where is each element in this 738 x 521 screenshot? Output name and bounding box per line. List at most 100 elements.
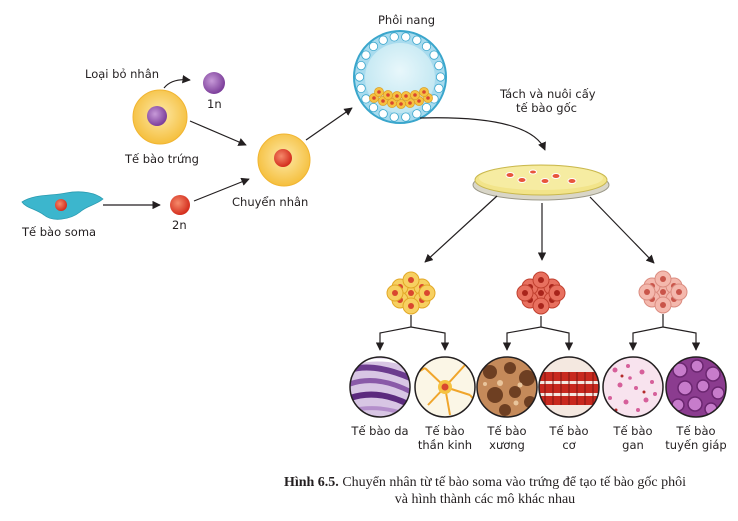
somatic-cell-label: Tế bào soma [21,225,96,239]
tissue-muscle-label-line1: Tế bào [548,424,588,438]
branch-arrows [375,314,701,351]
trophoblast-cell [389,32,399,42]
somatic-cell [21,191,104,220]
tissue-neuron [415,357,475,417]
tissue-bone-label-line1: Tế bào [486,424,526,438]
tissue-neuron-label-line1: Tế bào [424,424,464,438]
inner-cell-mass-nucleus [399,102,403,106]
caption-figure-number: Hình 6.5. [283,475,339,490]
tissue-skin [350,357,410,417]
cluster-cell-nucleus [408,290,414,296]
cluster-cell-nucleus [538,277,544,283]
tissue-thyroid-label-line1: Tế bào [675,424,715,438]
trophoblast-cell [429,50,439,60]
dish-to-cluster3-arrow [589,196,655,264]
tissue-liver-label-line1: Tế bào [612,424,652,438]
trophoblast-cell [421,41,432,51]
blastocyst-label: Phôi nang [378,13,435,27]
diploid-label: 2n [172,218,187,232]
haploid-nucleus [203,72,225,94]
trophoblast-cell [368,103,379,113]
trophoblast-cell [361,50,371,60]
trophoblast-cell [368,41,379,51]
trophoblast-cell [434,60,444,71]
trophoblast-cell [434,83,444,94]
inner-cell-mass-nucleus [417,99,421,103]
stem-cell-cluster-pink [638,270,688,314]
isolate-label-line1: Tách và nuôi cấy [499,87,596,101]
tissue-muscle-border [538,356,600,418]
figure-caption: Hình 6.5. Chuyển nhân từ tế bào soma vào… [240,474,730,508]
tissue-muscle-label-line2: cơ [562,438,575,452]
tissue-thyroid [666,357,726,417]
remove-nucleus-label: Loại bỏ nhân [85,67,159,81]
inner-cell-mass-nucleus [422,90,426,94]
cluster-cell-nucleus [660,276,666,282]
tissue-skin-border [349,356,411,418]
egg-cell [132,89,188,145]
trophoblast-cell [354,72,365,82]
cluster-cell-nucleus [644,289,650,295]
stem-cell-cluster-red [516,271,566,315]
trophoblast-cell [401,32,411,42]
inner-cell-mass-nucleus [372,96,376,100]
tissue-thyroid-label-line2: tuyến giáp [665,438,726,452]
inner-cell-mass-nucleus [381,99,385,103]
trophoblast-cell [401,112,411,122]
blastocyst-to-dish-arrow [419,117,546,151]
cluster-cell-nucleus [392,290,398,296]
trophoblast-cell [378,35,388,45]
trophoblast-cell [356,83,366,94]
trophoblast-cell [361,94,371,104]
cluster-cell-nucleus [408,303,414,309]
trophoblast-cell [389,112,399,122]
trophoblast-cell [412,35,422,45]
dish-to-cluster1-arrow [424,195,498,263]
tissue-neuron-label-line2: thần kinh [418,438,472,452]
cluster-cell-nucleus [538,303,544,309]
inner-cell-mass-nucleus [377,90,381,94]
caption-line1: Chuyển nhân từ tế bào soma vào trứng để … [342,475,687,490]
inner-cell-mass-nucleus [395,94,399,98]
trophoblast-cell [412,109,422,119]
tissue-labels: Tế bào da Tế bào thần kinh Tế bào xương … [350,424,726,452]
isolate-label-line2: tế bào gốc [516,101,577,115]
stem-cell-cluster-yellow [386,271,436,315]
trophoblast-cell [421,103,432,113]
inner-cell-mass-nucleus [404,94,408,98]
blastocyst [353,30,447,124]
tissue-bone [477,357,537,417]
cluster-cell-nucleus [424,290,430,296]
caption-line2: và hình thành các mô khác nhau [394,492,576,507]
trophoblast-cell [435,72,446,82]
tissue-neuron-border [414,356,476,418]
petri-dish [472,164,610,201]
remove-nucleus-arrow [163,74,191,89]
diploid-nucleus [170,195,190,215]
tissue-liver-label-line2: gan [622,438,644,452]
inner-cell-mass-nucleus [413,93,417,97]
egg-cell-label: Tế bào trứng [124,152,199,166]
nuclear-transfer-label: Chuyển nhân [232,195,308,209]
2n-to-transfer-arrow [193,177,250,202]
inner-cell-mass-nucleus [408,101,412,105]
inner-cell-mass-nucleus [386,93,390,97]
cluster-cell-nucleus [538,290,544,296]
nuclear-transfer-cell [257,133,311,187]
inner-cell-mass-nucleus [426,96,430,100]
cluster-cell-nucleus [660,289,666,295]
haploid-label: 1n [207,97,222,111]
cluster-cell-nucleus [676,289,682,295]
egg-to-transfer-arrow [189,120,247,146]
tissue-thyroid-border [665,356,727,418]
cluster-cell-nucleus [408,277,414,283]
trophoblast-cell [378,109,388,119]
tissue-skin-label-line1: Tế bào da [350,424,408,438]
cluster-cell-nucleus [554,290,560,296]
tissue-bone-label-line2: xương [489,438,525,452]
transfer-to-blastocyst-arrow [305,107,353,141]
inner-cell-mass-nucleus [390,101,394,105]
tissue-muscle [539,357,599,417]
tissue-bone-border [476,356,538,418]
